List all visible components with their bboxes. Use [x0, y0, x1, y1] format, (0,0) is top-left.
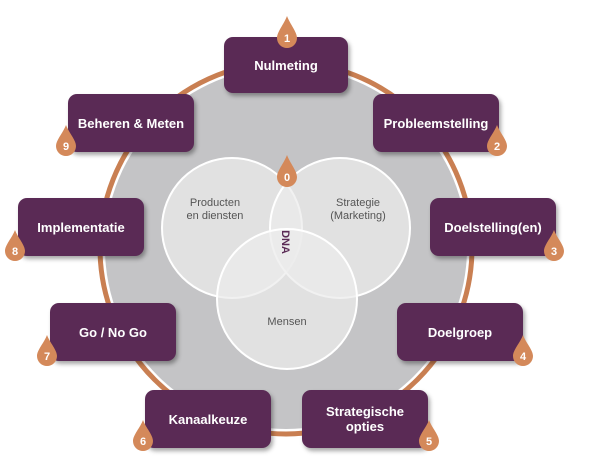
step-box-3: Doelstelling(en)	[430, 198, 556, 256]
step-label: Beheren & Meten	[77, 115, 185, 131]
step-box-8: Implementatie	[18, 198, 144, 256]
step-label: Doelstelling(en)	[444, 219, 542, 235]
step-label: Nulmeting	[254, 57, 318, 73]
venn-label-strategy: Strategie(Marketing)	[330, 197, 386, 222]
step-box-9: Beheren & Meten	[68, 94, 194, 152]
step-label: Go / No Go	[79, 324, 147, 340]
step-label: Implementatie	[37, 219, 125, 235]
step-label: Doelgroep	[427, 324, 493, 340]
step-label: Kanaalkeuze	[168, 411, 248, 427]
step-label: Probleemstelling	[383, 115, 489, 131]
step-box-7: Go / No Go	[50, 303, 176, 361]
venn-label-people: Mensen	[267, 316, 306, 328]
step-box-2: Probleemstelling	[373, 94, 499, 152]
dna-label: DNA	[279, 230, 291, 254]
step-box-4: Doelgroep	[397, 303, 523, 361]
step-label: Strategische opties	[325, 404, 405, 434]
step-box-1: Nulmeting	[224, 37, 348, 93]
step-box-5: Strategische opties	[302, 390, 428, 448]
venn-circle-people	[216, 228, 358, 370]
step-box-6: Kanaalkeuze	[145, 390, 271, 448]
